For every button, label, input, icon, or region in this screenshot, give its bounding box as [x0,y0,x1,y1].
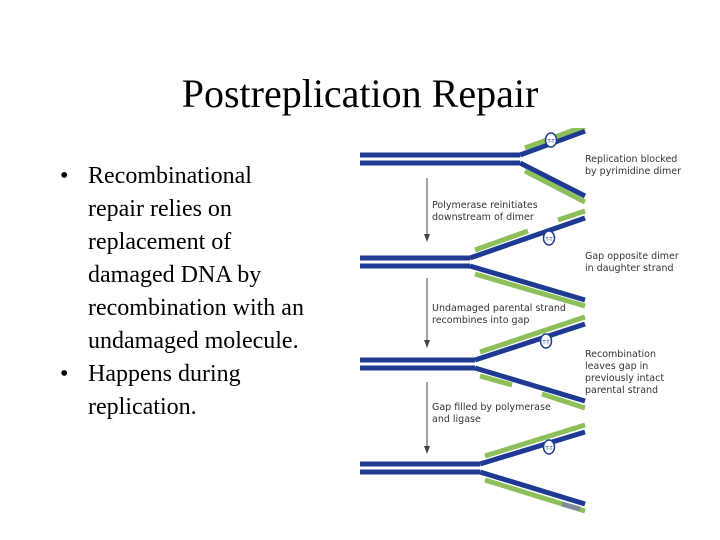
parental-strand [479,469,586,507]
parental-strand [469,215,586,261]
caption: Replication blocked [585,154,677,165]
step-arrow: Gap filled by polymerase and ligase [424,382,551,454]
parental-strand [474,365,586,404]
parental-strand [469,263,586,303]
fork-stage-4: T-T [360,422,586,514]
slide-title: Postreplication Repair [181,71,539,116]
daughter-strand [523,168,587,205]
bullet-list: Recombinational repair relies on replace… [60,160,345,424]
caption: parental strand [585,385,658,396]
daughter-strand [474,228,529,253]
bullet-item: Happens during replication. [60,358,345,424]
fork-stage-1: T-T Replication blocked by pyrimidine di… [360,128,681,205]
bullet-line: damaged DNA by [88,262,262,288]
pyrimidine-dimer-icon: T-T [542,439,556,455]
bullet-item: Recombinational repair relies on replace… [60,160,345,358]
bullet-line: repair relies on [88,196,232,222]
daughter-strand [541,391,586,411]
daughter-strand [484,422,586,459]
caption: Polymerase reinitiates [432,200,538,211]
step-arrow: Polymerase reinitiates downstream of dim… [424,178,538,242]
bullet-line: Happens during [88,361,241,387]
caption: by pyrimidine dimer [585,166,681,177]
caption: Gap opposite dimer [585,251,679,262]
caption: downstream of dimer [432,212,534,223]
fork-stage-3: T-T Recombination leaves gap in previous… [360,314,664,411]
caption: previously intact [585,373,664,384]
caption: leaves gap in [585,361,648,372]
caption: Recombination [585,349,656,360]
repair-diagram: T-T Replication blocked by pyrimidine di… [360,128,681,514]
bullet-line: recombination with an [88,295,304,321]
svg-text:T-T: T-T [542,340,551,346]
bullet-line: replacement of [88,229,232,255]
bullet-line: undamaged molecule. [88,328,299,354]
caption: Undamaged parental strand [432,303,566,314]
caption: Gap filled by polymerase [432,402,551,413]
caption: and ligase [432,414,481,425]
pyrimidine-dimer-icon: T-T [539,333,553,349]
parental-strand [474,321,586,363]
bullet-line: Recombinational [88,163,252,189]
caption: recombines into gap [432,315,529,326]
daughter-strand [474,271,586,309]
svg-text:T-T: T-T [545,446,554,452]
step-arrow: Undamaged parental strand recombines int… [424,278,566,348]
daughter-strand [479,314,586,355]
filled-gap [561,501,581,512]
caption: in daughter strand [585,263,674,274]
parental-strand [518,160,587,199]
fork-stage-2: T-T Gap opposite dimer in daughter stran… [360,208,679,309]
pyrimidine-dimer-icon: T-T [542,230,556,246]
bullet-line: replication. [88,394,197,420]
parental-strand [479,429,586,467]
pyrimidine-dimer-icon: T-T [544,132,558,148]
daughter-strand [557,208,586,223]
svg-text:T-T: T-T [545,237,554,243]
svg-text:T-T: T-T [547,139,556,145]
daughter-strand [479,373,513,388]
